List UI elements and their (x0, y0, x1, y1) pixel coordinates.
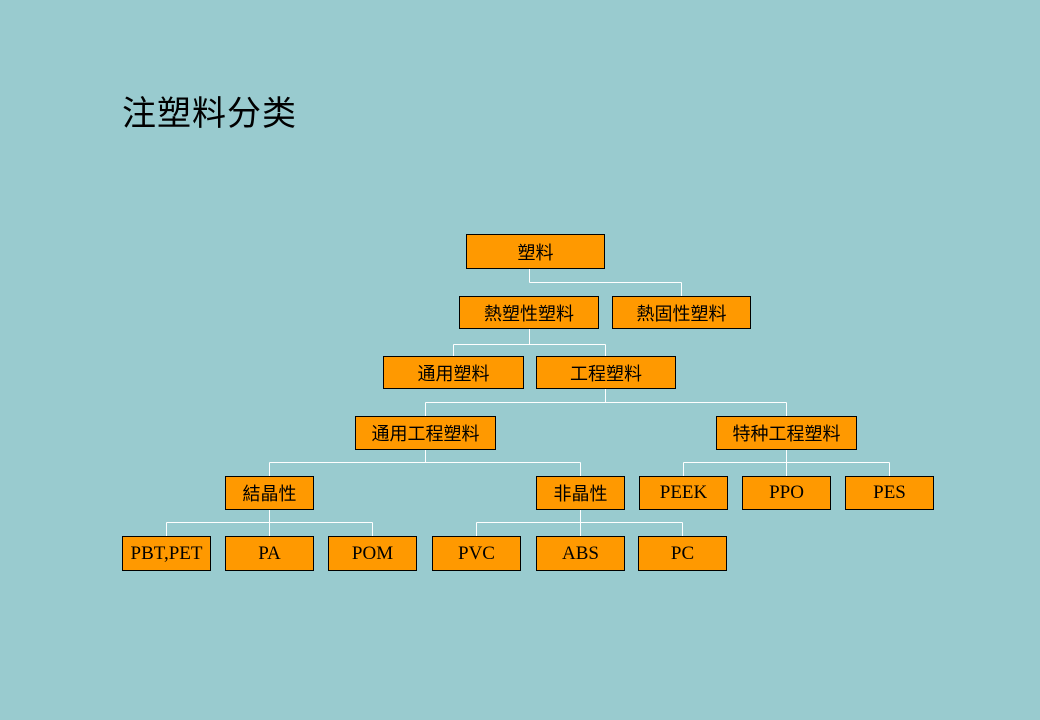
node-peek: PEEK (639, 476, 728, 510)
node-thermoset: 熱固性塑料 (612, 296, 751, 329)
node-abs: ABS (536, 536, 625, 571)
node-pa: PA (225, 536, 314, 571)
node-special-engineering-plastics: 特种工程塑料 (716, 416, 857, 450)
connector-thermoplastic (453, 329, 606, 356)
node-thermoplastic: 熱塑性塑料 (459, 296, 599, 329)
node-pom: POM (328, 536, 417, 571)
node-pc: PC (638, 536, 727, 571)
node-crystalline: 結晶性 (225, 476, 314, 510)
page-title: 注塑料分类 (122, 94, 297, 134)
node-general-engineering-plastics: 通用工程塑料 (355, 416, 496, 450)
node-pbt-pet: PBT,PET (122, 536, 211, 571)
connector-special-engineering (683, 450, 890, 476)
connector-crystalline (166, 510, 373, 536)
connector-amorphous (476, 510, 683, 536)
connector-general-engineering (269, 450, 581, 476)
node-amorphous: 非晶性 (536, 476, 625, 510)
node-engineering-plastics: 工程塑料 (536, 356, 676, 389)
node-general-plastics: 通用塑料 (383, 356, 524, 389)
connector-engineering (425, 389, 787, 416)
node-pes: PES (845, 476, 934, 510)
connector-root (529, 269, 682, 296)
node-ppo: PPO (742, 476, 831, 510)
node-pvc: PVC (432, 536, 521, 571)
node-plastics: 塑料 (466, 234, 605, 269)
